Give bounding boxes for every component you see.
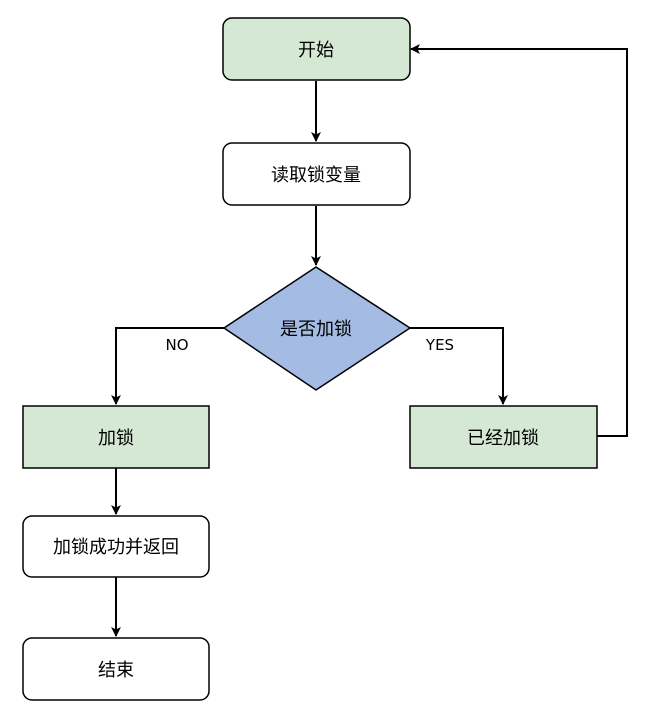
node-is-locked-label: 是否加锁 [280,319,352,340]
edge-label-yes: YES [425,336,454,354]
node-read-lock[interactable]: 读取锁变量 [222,142,411,206]
node-lock-success[interactable]: 加锁成功并返回 [22,515,210,578]
edge-label-no: NO [165,336,188,354]
node-start[interactable]: 开始 [222,17,411,81]
node-lock[interactable]: 加锁 [22,405,210,469]
node-end[interactable]: 结束 [22,637,210,701]
edge-already-locked-loop [410,44,628,437]
node-already-locked[interactable]: 已经加锁 [409,405,598,469]
node-end-label: 结束 [98,660,134,681]
node-lock-success-label: 加锁成功并返回 [53,537,179,558]
node-start-label: 开始 [298,40,334,61]
edge-decision-yes [410,327,508,405]
node-lock-label: 加锁 [98,428,134,449]
edge-decision-no [111,327,224,405]
node-is-locked-decision[interactable]: 是否加锁 [222,266,412,391]
node-read-lock-label: 读取锁变量 [271,165,361,186]
node-already-locked-label: 已经加锁 [467,428,539,449]
